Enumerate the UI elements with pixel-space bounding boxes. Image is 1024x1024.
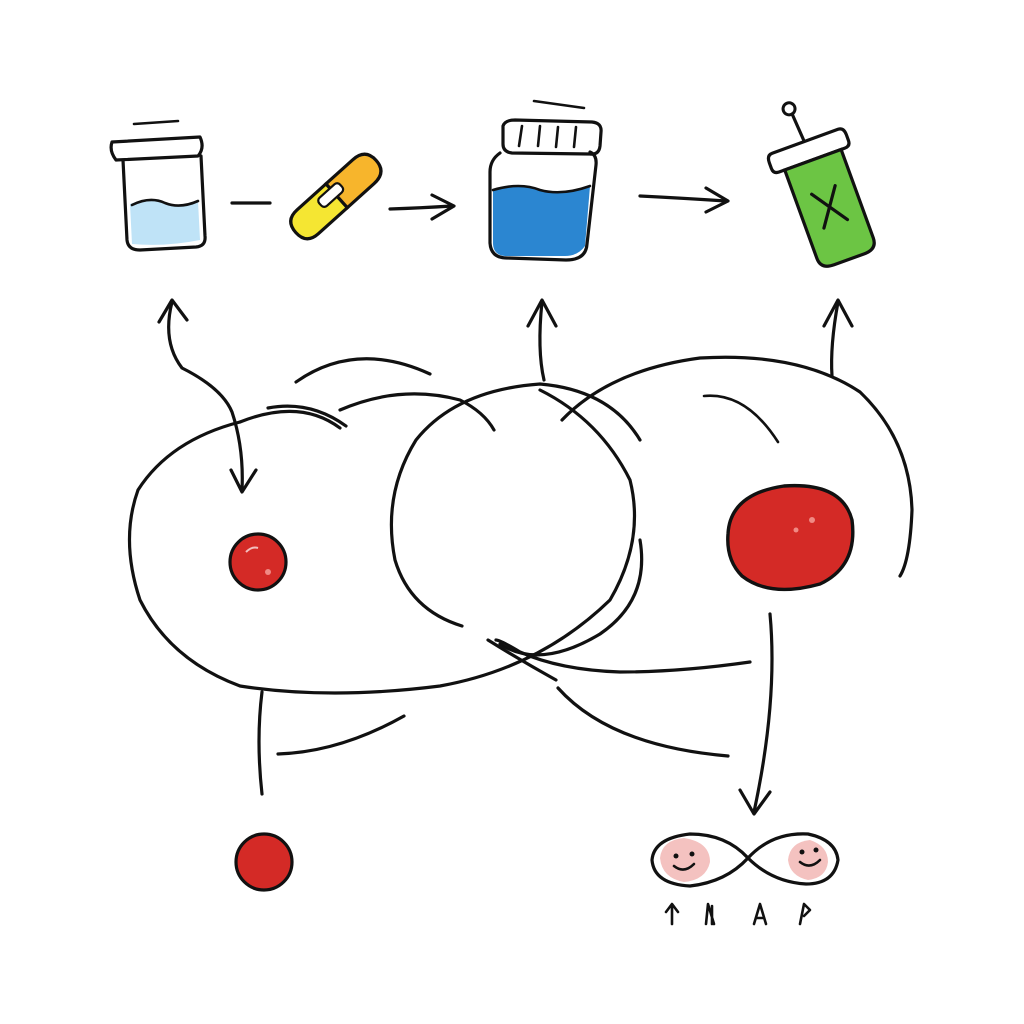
- vial-green-x-icon: [766, 101, 876, 268]
- arrow-up-to-vial: [822, 298, 854, 378]
- infinity-faces-icon: [650, 832, 840, 926]
- arrow-up-to-jar: [526, 298, 558, 382]
- jar-blue-icon: [488, 99, 603, 262]
- arrow-right-2: [638, 186, 730, 214]
- arrow-right-1: [388, 193, 456, 221]
- arrow-double-beaker-left-cell: [157, 298, 258, 494]
- arrow-down-to-faces: [738, 612, 774, 816]
- capsule-icon: [289, 152, 383, 241]
- red-cell-dot-icon: [234, 832, 294, 892]
- beaker-light-blue-icon: [109, 119, 207, 252]
- overlapping-cells-icon: [127, 355, 914, 796]
